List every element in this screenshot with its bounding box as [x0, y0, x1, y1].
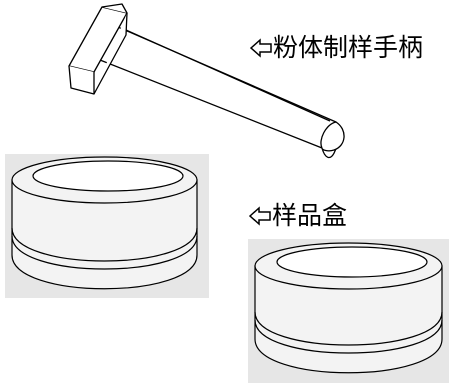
box-label: 样品盒 — [249, 203, 347, 228]
hollow-left-arrow-icon — [250, 38, 272, 58]
sample-box-drawing-1 — [5, 154, 209, 298]
handle-label-text: 粉体制样手柄 — [273, 33, 424, 62]
box-label-text: 样品盒 — [272, 201, 348, 230]
sample-box-drawing-2 — [248, 239, 449, 383]
sample-handle-drawing — [68, 3, 345, 159]
hollow-left-arrow-icon — [249, 206, 271, 226]
handle-label: 粉体制样手柄 — [250, 35, 423, 60]
